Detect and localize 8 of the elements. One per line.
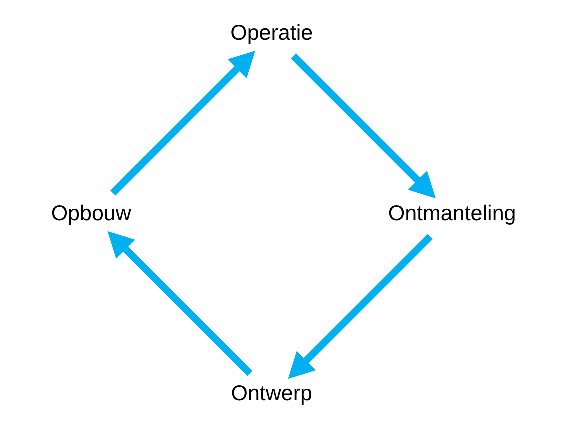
node-text: Ontwerp	[230, 382, 312, 406]
node-text: Ontmanteling	[388, 201, 516, 226]
arrow	[290, 54, 436, 199]
arrow	[110, 50, 255, 196]
node-text: Opbouw	[50, 201, 131, 226]
node-text: Operatie	[230, 20, 313, 45]
arrow	[288, 234, 433, 380]
arrow	[107, 231, 252, 376]
